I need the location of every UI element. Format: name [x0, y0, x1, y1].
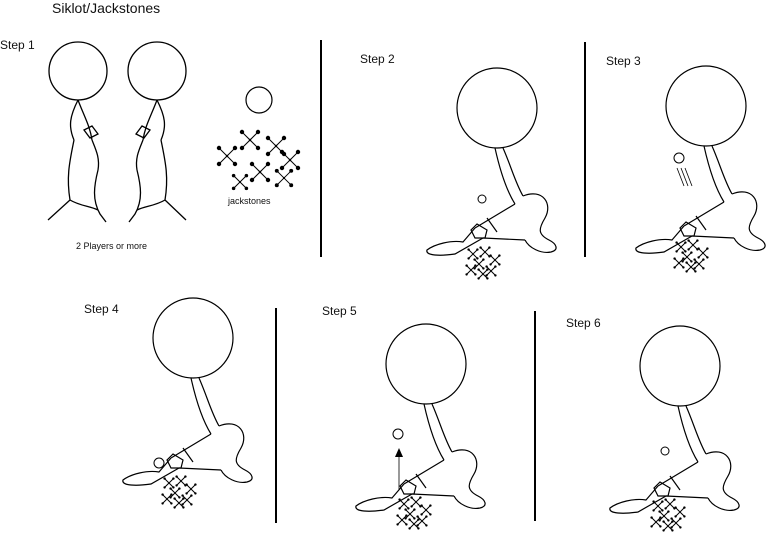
step-3-figure: [635, 65, 766, 254]
step-4-label: Step 4: [84, 302, 119, 316]
step-1-label: Step 1: [0, 38, 35, 52]
step-4-figure: [122, 297, 253, 486]
ball-icon: [661, 447, 669, 455]
standing-figures: [48, 42, 186, 222]
step-5-figure: [355, 323, 486, 512]
jackstones-pile: [650, 498, 685, 531]
ball-icon: [154, 458, 164, 468]
upward-arrow-icon: [395, 448, 403, 490]
step-2-label: Step 2: [360, 52, 395, 66]
step-6-label: Step 6: [566, 316, 601, 330]
ball-icon: [478, 195, 486, 203]
motion-lines: [677, 168, 692, 186]
ball-icon: [246, 87, 272, 113]
diagram-title: Siklot/Jackstones: [52, 0, 161, 16]
jackstones-pile: [161, 475, 196, 508]
jackstones-caption: jackstones: [228, 196, 271, 206]
players-caption: 2 Players or more: [76, 241, 148, 251]
step-5-label: Step 5: [322, 304, 357, 318]
jackstones-pile: [465, 246, 500, 279]
step-6-figure: [609, 325, 740, 514]
jackstones-pile: [396, 496, 431, 529]
jackstones-icon: [216, 129, 301, 191]
ball-icon: [674, 153, 684, 163]
ball-icon: [393, 429, 403, 439]
step-3-label: Step 3: [606, 54, 641, 68]
step-2-figure: [426, 67, 557, 256]
jackstones-pile: [673, 239, 708, 272]
